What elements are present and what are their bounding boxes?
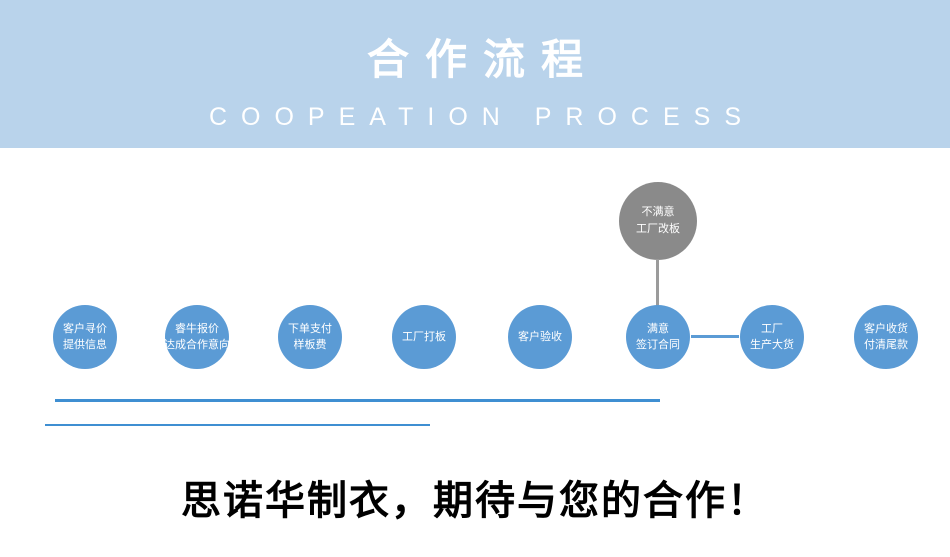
divider-line-short xyxy=(45,424,430,426)
reject-label-line1: 不满意 xyxy=(641,206,675,218)
step-label-line1: 客户收货 xyxy=(864,323,908,335)
step-label-line1: 客户验收 xyxy=(518,331,562,343)
step-label-line1: 工厂打板 xyxy=(402,331,446,343)
footer-slogan: 思诺华制衣，期待与您的合作！ xyxy=(181,479,769,523)
step-label-line1: 睿牛报价 xyxy=(175,323,219,335)
flow-step-circle-inquiry: 客户寻价 提供信息 xyxy=(53,305,117,369)
flow-step-circle-order: 下单支付 样板费 xyxy=(278,305,342,369)
step-label-line2: 达成合作意向 xyxy=(164,339,230,351)
flow-step-circle-contract: 满意 签订合同 xyxy=(626,305,690,369)
flow-step-circle-quote: 睿牛报价 达成合作意向 xyxy=(164,305,230,369)
divider-line-long xyxy=(55,399,660,402)
flow-step-circle-acceptance: 客户验收 xyxy=(508,305,572,369)
flow-step-circle-delivery: 客户收货 付清尾款 xyxy=(854,305,918,369)
flow-step-circle-sample: 工厂打板 xyxy=(392,305,456,369)
step-label-line1: 下单支付 xyxy=(288,323,332,335)
step-label-line2: 付清尾款 xyxy=(864,339,908,351)
step-label-line2: 提供信息 xyxy=(63,339,107,351)
step-connector-line xyxy=(691,335,739,338)
step-label-line1: 工厂 xyxy=(761,323,783,335)
step-label-line2: 样板费 xyxy=(293,339,327,351)
banner-subtitle: COOPEATION PROCESS xyxy=(208,103,756,131)
flow-step-reject-circle: 不满意 工厂改板 xyxy=(619,182,697,260)
banner: 合作流程 COOPEATION PROCESS xyxy=(0,0,950,148)
step-label-line2: 生产大货 xyxy=(750,339,794,351)
step-label-line1: 满意 xyxy=(647,323,669,335)
step-label-line1: 客户寻价 xyxy=(63,323,107,335)
reject-label-line2: 工厂改板 xyxy=(636,223,680,235)
flow-step-circle-production: 工厂 生产大货 xyxy=(740,305,804,369)
banner-title: 合作流程 xyxy=(366,36,599,83)
reject-connector-line xyxy=(656,259,659,306)
step-label-line2: 签订合同 xyxy=(636,339,680,351)
